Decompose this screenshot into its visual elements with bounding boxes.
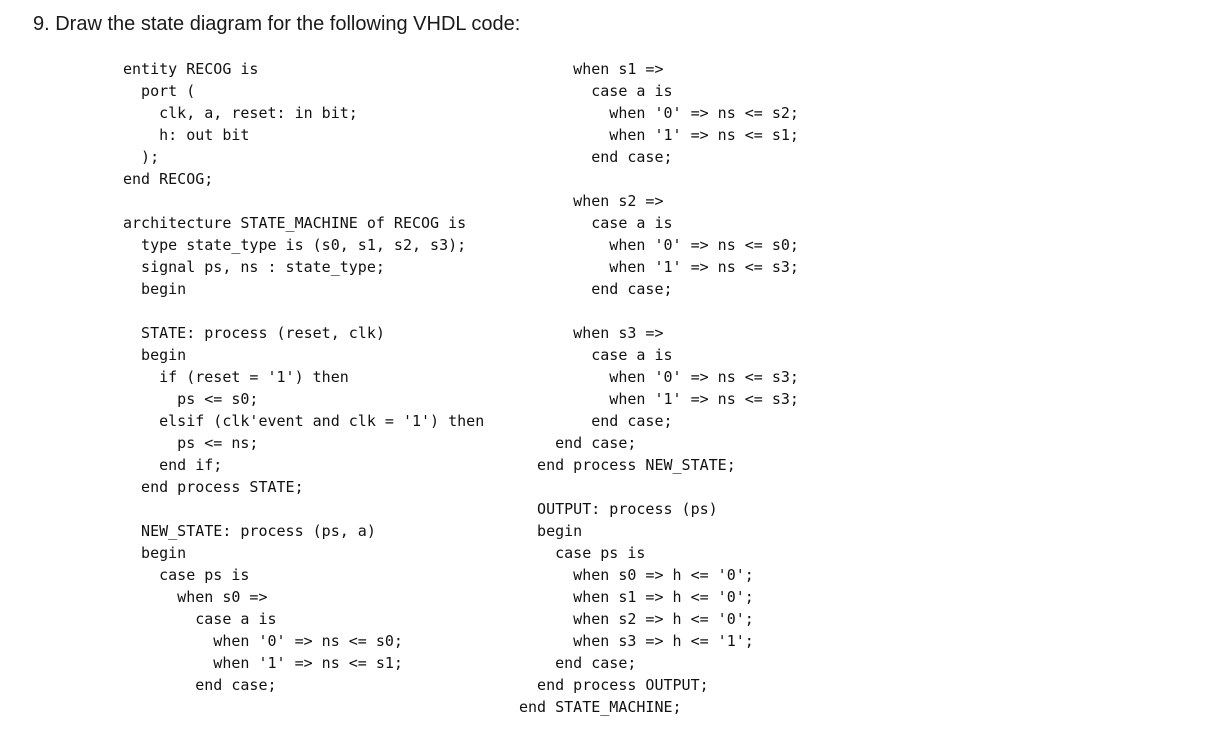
code-line: end RECOG; <box>123 170 214 188</box>
code-line: signal ps, ns : state_type; <box>123 258 385 276</box>
code-line: begin <box>123 346 187 364</box>
code-line: when s3 => <box>519 324 664 342</box>
code-line: end process OUTPUT; <box>519 676 709 694</box>
code-line: when '1' => ns <= s3; <box>519 390 799 408</box>
code-line: when '0' => ns <= s0; <box>519 236 799 254</box>
code-line: when '1' => ns <= s1; <box>519 126 799 144</box>
code-line: case a is <box>519 82 673 100</box>
code-line: end case; <box>123 676 277 694</box>
code-line: begin <box>123 544 187 562</box>
question-heading: 9. Draw the state diagram for the follow… <box>33 13 521 35</box>
code-line: when '0' => ns <= s2; <box>519 104 799 122</box>
code-line: end if; <box>123 456 223 474</box>
code-line: end case; <box>519 148 673 166</box>
code-line: end STATE_MACHINE; <box>519 698 682 716</box>
code-line: end case; <box>519 412 673 430</box>
code-line: when s2 => <box>519 192 664 210</box>
code-line: when s0 => <box>123 588 268 606</box>
code-line: clk, a, reset: in bit; <box>123 104 358 122</box>
code-line: case ps is <box>519 544 646 562</box>
code-line: port ( <box>123 82 196 100</box>
code-line: elsif (clk'event and clk = '1') then <box>123 412 485 430</box>
code-line: STATE: process (reset, clk) <box>123 324 385 342</box>
code-line: begin <box>519 522 583 540</box>
code-line: when s1 => <box>519 60 664 78</box>
code-line: if (reset = '1') then <box>123 368 349 386</box>
code-line: when s3 => h <= '1'; <box>519 632 754 650</box>
code-line: when '0' => ns <= s3; <box>519 368 799 386</box>
code-line: ps <= s0; <box>123 390 259 408</box>
code-line: case a is <box>123 610 277 628</box>
code-line: ); <box>123 148 160 166</box>
code-line: when '0' => ns <= s0; <box>123 632 403 650</box>
code-line: end case; <box>519 280 673 298</box>
code-line: entity RECOG is <box>123 60 259 78</box>
code-line: end case; <box>519 654 637 672</box>
code-line: case a is <box>519 346 673 364</box>
code-line: type state_type is (s0, s1, s2, s3); <box>123 236 467 254</box>
code-line: ps <= ns; <box>123 434 259 452</box>
code-line: h: out bit <box>123 126 250 144</box>
code-line: end case; <box>519 434 637 452</box>
code-line: end process STATE; <box>123 478 304 496</box>
code-line: when '1' => ns <= s3; <box>519 258 799 276</box>
code-line: end process NEW_STATE; <box>519 456 736 474</box>
code-line: begin <box>123 280 187 298</box>
code-line: architecture STATE_MACHINE of RECOG is <box>123 214 467 232</box>
code-line: when s0 => h <= '0'; <box>519 566 754 584</box>
code-line: when '1' => ns <= s1; <box>123 654 403 672</box>
code-line: OUTPUT: process (ps) <box>519 500 718 518</box>
code-line: case a is <box>519 214 673 232</box>
code-line: case ps is <box>123 566 250 584</box>
code-line: NEW_STATE: process (ps, a) <box>123 522 376 540</box>
code-line: when s2 => h <= '0'; <box>519 610 754 628</box>
code-line: when s1 => h <= '0'; <box>519 588 754 606</box>
